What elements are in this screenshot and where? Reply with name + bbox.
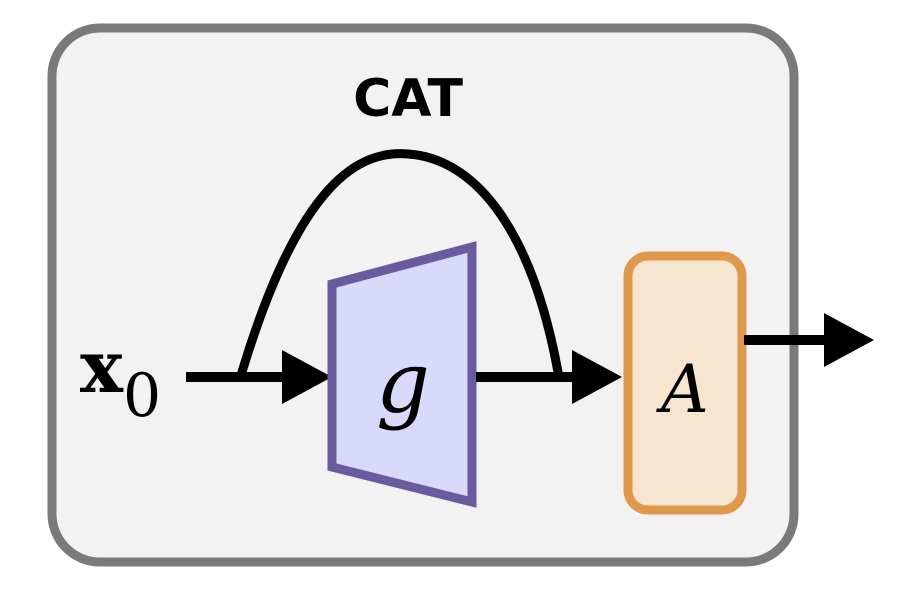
encoder-output-arrowhead [572,350,622,404]
output-arrowhead [824,313,874,367]
input-subscript: 0 [123,361,161,431]
block-a-label: A [655,351,709,428]
skip-connection-arc [237,149,563,377]
encoder-g-block [327,241,477,508]
input-label: x0 [80,324,161,431]
block-a [623,251,747,515]
input-arrowhead [282,350,332,404]
input-symbol: x [80,324,124,409]
encoder-label: g [376,334,430,432]
concat-label: CAT [353,69,463,129]
